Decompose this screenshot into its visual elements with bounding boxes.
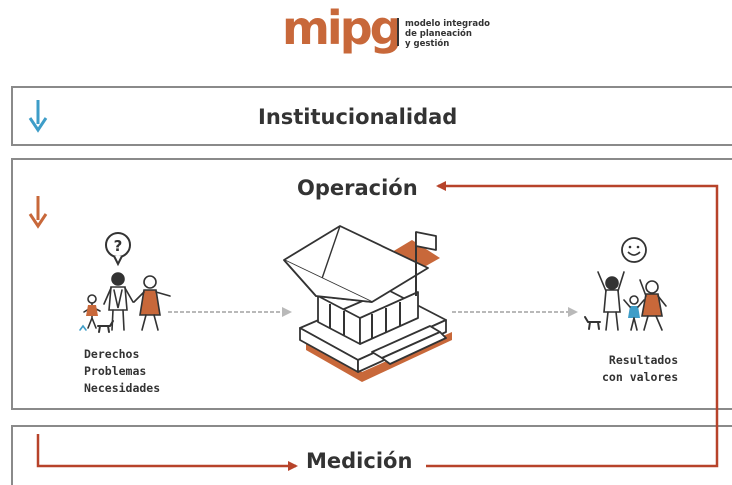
arrow-down-orange-icon [28, 196, 48, 229]
caption-con-valores: con valores [602, 370, 679, 384]
feedback-loop-arrow [36, 181, 719, 471]
caption-necesidades: Necesidades [84, 381, 161, 395]
section-title-operacion: Operación [297, 176, 418, 200]
logo-wordmark: mipg [282, 1, 403, 55]
logo-divider [397, 18, 399, 46]
caption-inputs: Derechos Problemas Necesidades [84, 346, 160, 397]
family-figures-left-icon [79, 272, 171, 333]
section-title-institucionalidad: Institucionalidad [258, 105, 458, 129]
panel-medicion [11, 425, 732, 485]
caption-derechos: Derechos [84, 347, 140, 361]
question-mark: ? [114, 237, 123, 255]
institution-building-icon [283, 225, 452, 382]
panel-institucionalidad [11, 86, 732, 146]
arrow-down-blue-icon [28, 100, 48, 133]
logo-tagline-1: modelo integrado [405, 19, 490, 29]
smile-icon [621, 237, 647, 263]
family-figures-right-icon [584, 271, 667, 331]
section-title-medicion: Medición [306, 449, 413, 473]
logo-tagline-2: de planeación [405, 29, 472, 39]
caption-problemas: Problemas [84, 364, 147, 378]
caption-outputs: Resultados con valores [602, 352, 678, 386]
caption-resultados: Resultados [608, 353, 679, 367]
logo-tagline-3: y gestión [405, 39, 450, 49]
question-bubble-icon: ? [105, 232, 131, 267]
